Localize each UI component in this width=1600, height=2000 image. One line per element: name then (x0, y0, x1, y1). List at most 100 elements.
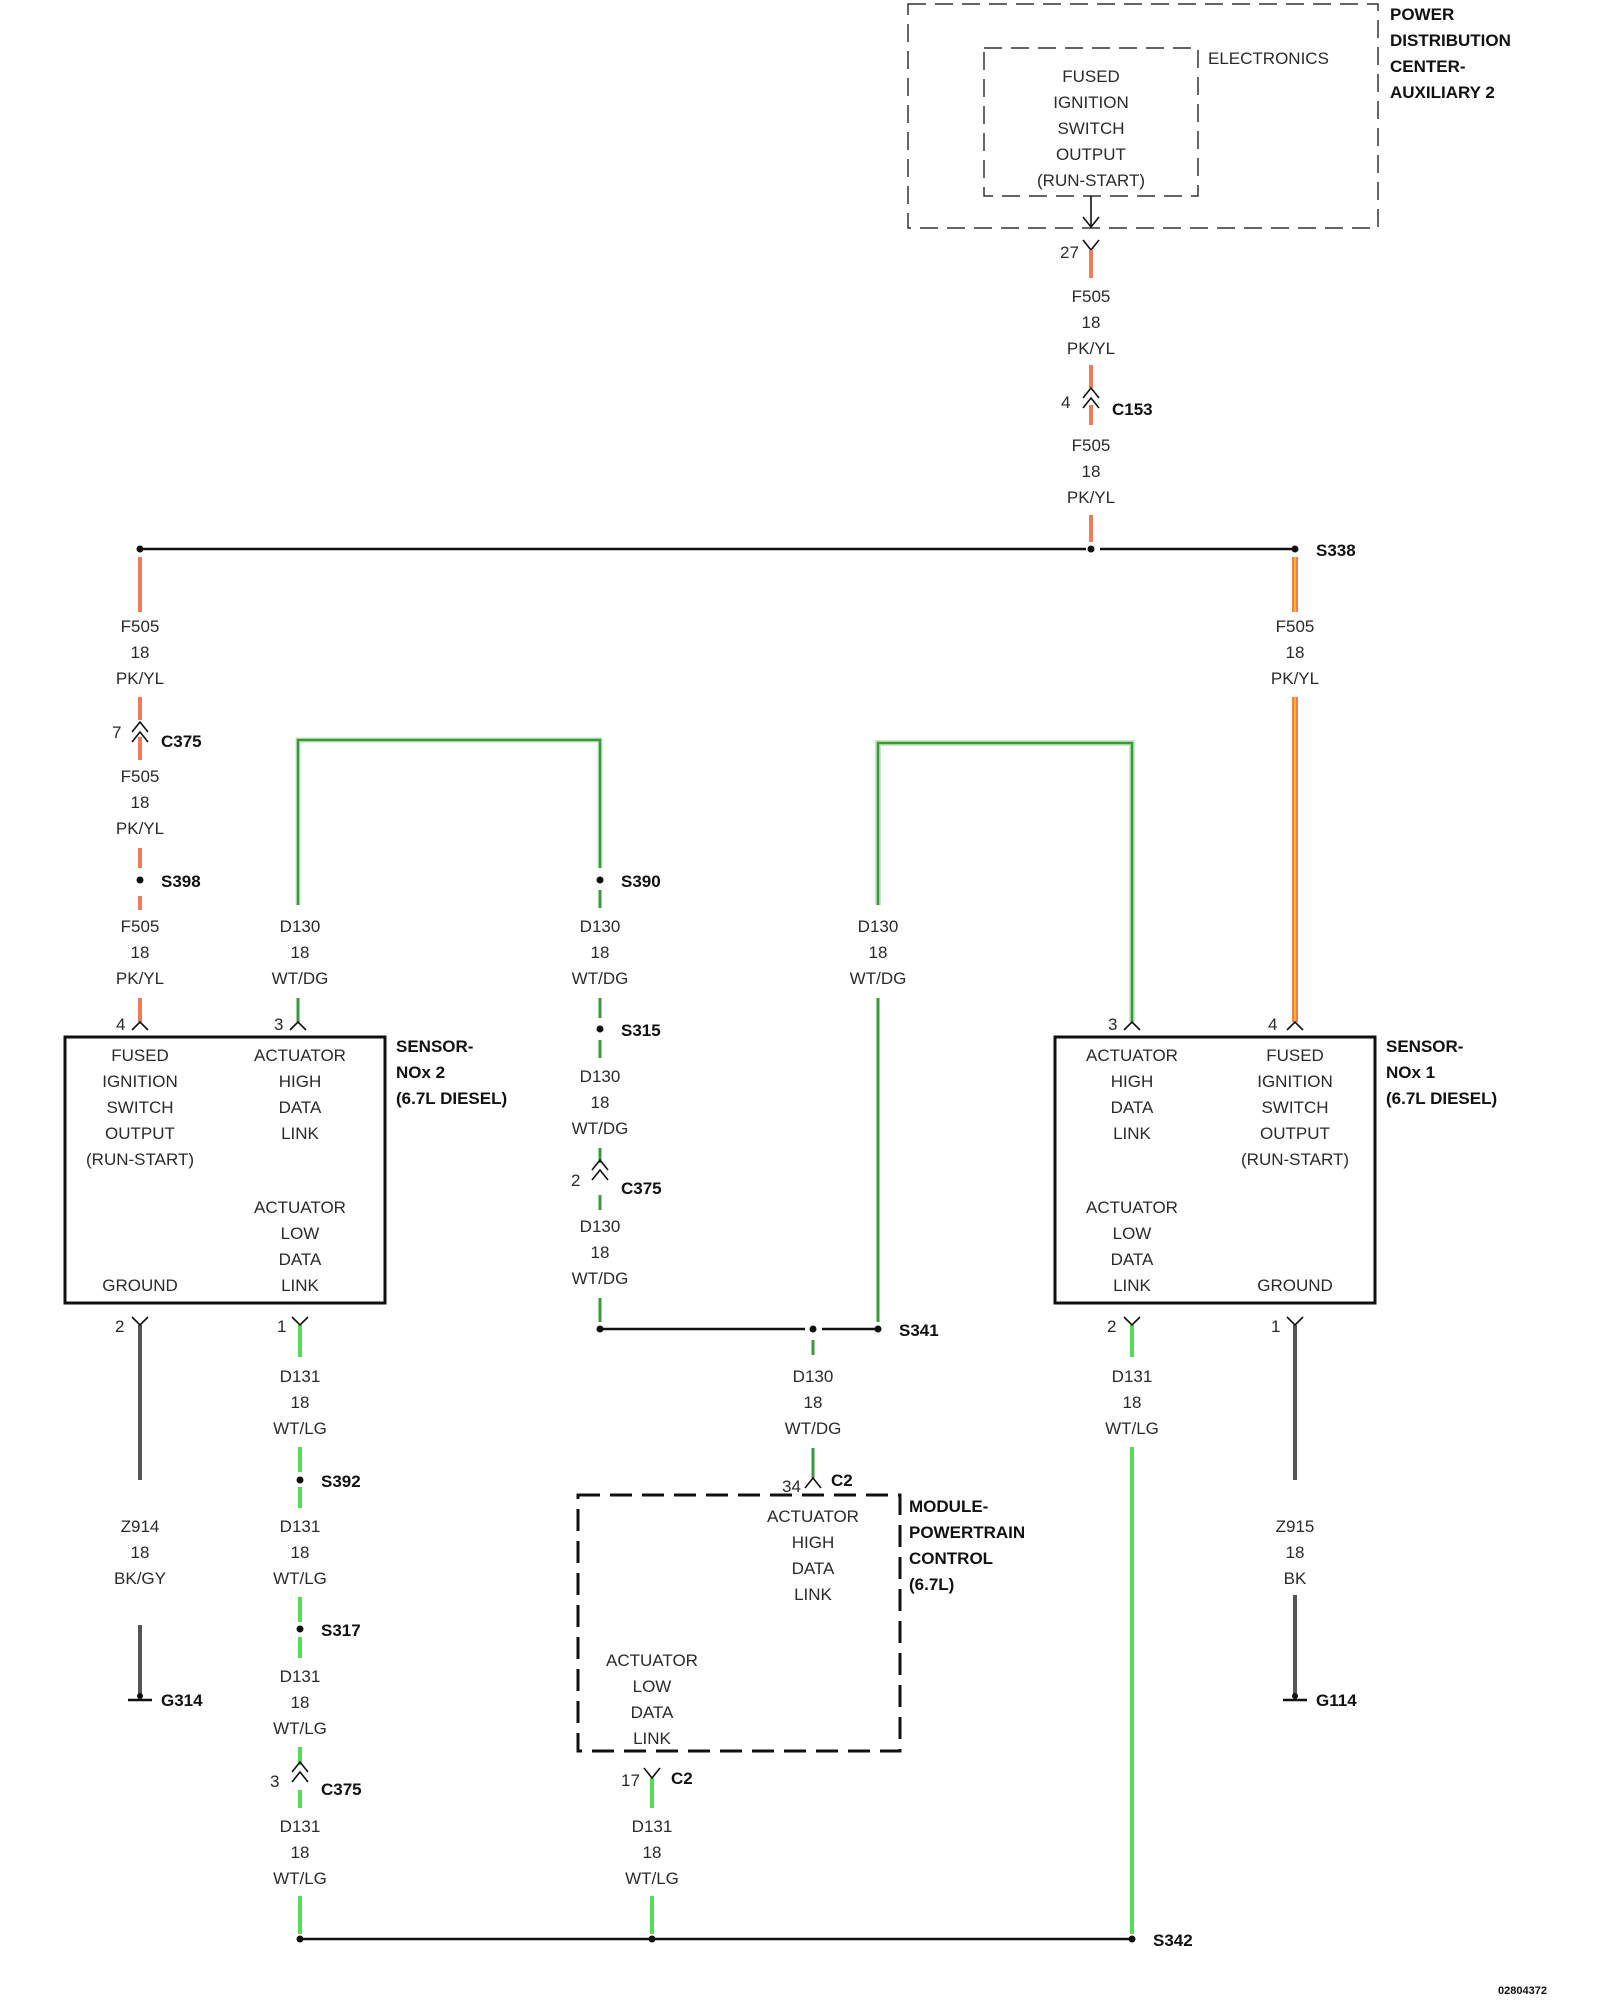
wire-label-line: F505 (1072, 287, 1111, 306)
sensor-nox1-low-line: LOW (1113, 1224, 1152, 1243)
wire-label-line: 18 (1082, 313, 1101, 332)
pdc-title: POWER DISTRIBUTION CENTER- AUXILIARY 2 (1390, 5, 1511, 102)
connector-labels: C153 4 C375 7 C375 2 C375 3 C2 34 C2 17 (112, 393, 1153, 1799)
pcm-high-line: ACTUATOR (767, 1507, 859, 1526)
pcm-low-line: LOW (633, 1677, 672, 1696)
pdc-outline (907, 3, 1379, 229)
sensor-nox2-title-line: (6.7L DIESEL) (396, 1089, 507, 1108)
wire-label-f505: F505 18 PK/YL (116, 617, 164, 688)
pcm-low-line: DATA (631, 1703, 674, 1722)
sensor-nox1-fused-line: OUTPUT (1260, 1124, 1330, 1143)
splice-dot (136, 545, 144, 553)
splice-s392-label: S392 (321, 1472, 361, 1491)
powertrain-control-module: MODULE- POWERTRAIN CONTROL (6.7L) ACTUAT… (606, 1497, 1025, 1748)
sensor-nox1-pin: 2 (1107, 1317, 1116, 1336)
splice-s317-label: S317 (321, 1621, 361, 1640)
splice-dot (648, 1935, 656, 1943)
wire-label-line: Z915 (1276, 1517, 1315, 1536)
sensor-nox2-pin: 2 (115, 1317, 124, 1336)
wire-label-line: WT/DG (785, 1419, 842, 1438)
sensor-nox1-fused-line: (RUN-START) (1241, 1150, 1349, 1169)
wire-label-line: D131 (632, 1817, 673, 1836)
sensor-nox1-low-line: DATA (1111, 1250, 1154, 1269)
wire-label-line: WT/LG (1105, 1419, 1159, 1438)
wire-label-line: D130 (580, 917, 621, 936)
wire-label-line: Z914 (121, 1517, 160, 1536)
wire-label-f505: F505 18 PK/YL (1067, 436, 1115, 507)
connector-c375-label: C375 (321, 1780, 362, 1799)
pdc-title-line: AUXILIARY 2 (1390, 83, 1495, 102)
pcm-low-label: ACTUATOR LOW DATA LINK (606, 1651, 698, 1748)
sensor-nox2-high-line: HIGH (279, 1072, 322, 1091)
c2-connector-icon (804, 1476, 822, 1489)
wire-label-line: 18 (291, 943, 310, 962)
sensor-nox1-fused-line: IGNITION (1257, 1072, 1333, 1091)
splice-dot (296, 1935, 304, 1943)
sensor-nox1-high-line: ACTUATOR (1086, 1046, 1178, 1065)
wire-label-d130: D130 18 WT/DG (572, 917, 629, 988)
pdc-output-line: IGNITION (1053, 93, 1129, 112)
wire-label-line: 18 (591, 1093, 610, 1112)
sensor-nox1-low-label: ACTUATOR LOW DATA LINK (1086, 1198, 1178, 1295)
connector-c2-pin: 34 (782, 1477, 801, 1496)
connector-c2-label: C2 (671, 1769, 693, 1788)
wire-label-line: D131 (280, 1517, 321, 1536)
wire-label-line: D130 (793, 1367, 834, 1386)
wire-label-d131: D131 18 WT/LG (1105, 1367, 1159, 1438)
wire-label-d131: D131 18 WT/LG (625, 1817, 679, 1888)
wire-label-line: WT/DG (572, 969, 629, 988)
c375-connector-icon (591, 1158, 609, 1171)
wire-label-line: F505 (1276, 617, 1315, 636)
sensor-nox2-fused-line: SWITCH (106, 1098, 173, 1117)
sensor-nox2-low-line: DATA (279, 1250, 322, 1269)
pcm-box (576, 1493, 902, 1753)
wire-label-line: WT/LG (273, 1869, 327, 1888)
sensor-nox1-fused-line: SWITCH (1261, 1098, 1328, 1117)
power-distribution-center: POWER DISTRIBUTION CENTER- AUXILIARY 2 E… (907, 3, 1511, 262)
sensor-nox2-low-line: LINK (281, 1276, 319, 1295)
splice-dot (296, 1625, 304, 1633)
wire-label-line: PK/YL (1067, 488, 1115, 507)
sensor-nox1-high-line: DATA (1111, 1098, 1154, 1117)
pin-connector-icon (1123, 1316, 1141, 1327)
pdc-pin-27: 27 (1060, 243, 1079, 262)
wire-label-line: WT/DG (572, 1119, 629, 1138)
wire-label-d130: D130 18 WT/DG (272, 917, 329, 988)
splice-dot (874, 1325, 882, 1333)
wire-label-d130: D130 18 WT/DG (572, 1217, 629, 1288)
wire-label-line: 18 (291, 1693, 310, 1712)
wire-label-d130: D130 18 WT/DG (785, 1367, 842, 1438)
connector-c153-label: C153 (1112, 400, 1153, 419)
splice-dots (136, 545, 1299, 1943)
wire-label-line: D131 (280, 1817, 321, 1836)
pin-connector-icon (1286, 1316, 1304, 1327)
connector-c375-pin: 3 (270, 1772, 279, 1791)
sensor-nox2-low-line: ACTUATOR (254, 1198, 346, 1217)
sensor-nox2: SENSOR- NOx 2 (6.7L DIESEL) FUSED IGNITI… (86, 1015, 507, 1336)
splice-dot (1128, 1935, 1136, 1943)
connector-c2-label: C2 (831, 1471, 853, 1490)
splice-dot (296, 1476, 304, 1484)
sensor-nox2-high-line: ACTUATOR (254, 1046, 346, 1065)
wire-label-line: 18 (1286, 1543, 1305, 1562)
pin-connector-icon (289, 1020, 307, 1031)
pcm-title-line: POWERTRAIN (909, 1523, 1025, 1542)
ground-symbols (128, 1693, 1307, 1702)
wire-label-line: WT/DG (850, 969, 907, 988)
connector-c153-pin: 4 (1061, 393, 1070, 412)
sensor-nox1-pin: 1 (1271, 1317, 1280, 1336)
document-id: 02804372 (1498, 1985, 1547, 1997)
ground-g314-icon (128, 1693, 152, 1702)
wire-label-line: 18 (1286, 643, 1305, 662)
pdc-output-line: FUSED (1062, 67, 1120, 86)
sensor-nox2-title-line: NOx 2 (396, 1063, 445, 1082)
wire-label-line: F505 (121, 767, 160, 786)
wire-label-line: 18 (291, 1393, 310, 1412)
pin-connector-icon (1286, 1020, 1304, 1031)
wire-label-line: WT/LG (273, 1419, 327, 1438)
wire-label-line: 18 (591, 1243, 610, 1262)
sensor-nox2-fused-label: FUSED IGNITION SWITCH OUTPUT (RUN-START) (86, 1046, 194, 1169)
pdc-title-line: DISTRIBUTION (1390, 31, 1511, 50)
wire-label-z915: Z915 18 BK (1276, 1517, 1315, 1588)
wire-label-f505: F505 18 PK/YL (116, 917, 164, 988)
